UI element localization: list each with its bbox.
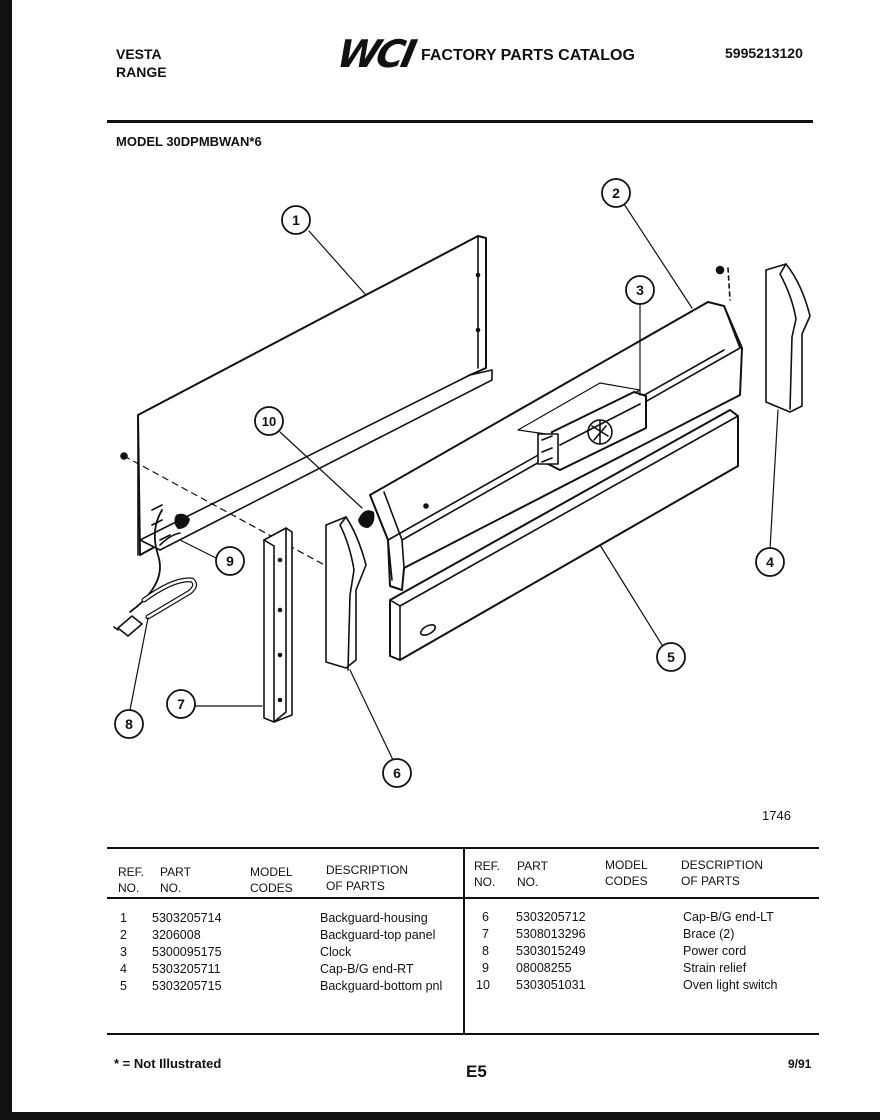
model-number: MODEL 30DPMBWAN*6 [116,134,262,149]
part-no: 5303205711 [152,962,221,976]
table-bottom-rule [107,1033,819,1035]
callout-label-1: 1 [292,212,300,228]
part-strain-relief [159,513,190,546]
revision-date: 9/91 [788,1057,812,1071]
callout-5 [656,642,686,672]
callout-6 [382,758,412,788]
part-description: Backguard-housing [320,911,428,925]
header-ref-no-right: REF. NO. [474,859,501,889]
callout-label-7: 7 [177,696,185,712]
header-part-no-right: PART NO. [517,859,548,889]
part-power-cord [113,509,198,637]
figure-number: 1746 [762,808,791,823]
part-description: Backguard-bottom pnl [320,979,443,993]
ref-no: 5 [120,979,127,993]
page-code: E5 [466,1062,487,1081]
callout-7 [166,689,196,719]
ref-no: 1 [120,911,127,925]
scan-border-bottom [0,1112,880,1120]
callout-9 [215,546,245,576]
table-row: 1 5303205714 Backguard-housing [120,910,428,927]
ref-no: 8 [482,944,489,958]
part-no: 5308013296 [516,927,586,941]
callout-8 [114,709,144,739]
table-row: 5 5303205715 Backguard-bottom pnl [120,978,442,995]
part-description: Brace (2) [683,927,735,941]
callout-circles [114,178,785,788]
callout-4 [755,547,785,577]
ref-no: 2 [120,928,127,942]
part-description: Strain relief [683,961,747,975]
brand-line-2: RANGE [116,64,167,80]
table-top-rule [107,847,819,849]
callout-label-6: 6 [393,765,401,781]
part-description: Clock [320,945,352,959]
part-oven-light-switch [358,510,375,528]
brand-line-1: VESTA [116,46,162,62]
part-brace [263,527,293,723]
brand-name: VESTA RANGE [116,45,167,81]
ref-no: 10 [476,978,490,992]
part-end-cap-right [765,263,811,413]
header-description-left: DESCRIPTION OF PARTS [326,863,409,893]
part-backguard-bottom-panel [389,409,739,661]
part-description: Oven light switch [683,978,778,992]
table-row: 4 5303205711 Cap-B/G end-RT [120,961,414,978]
not-illustrated-note: * = Not Illustrated [114,1056,222,1071]
ref-no: 9 [482,961,489,975]
part-no: 5303015249 [516,944,586,958]
table-row: 2 3206008 Backguard-top panel [120,927,435,944]
callout-leaders [129,203,779,761]
header-model-codes-left: MODEL CODES [250,865,293,895]
callout-label-9: 9 [226,553,234,569]
part-description: Cap-B/G end-LT [683,910,774,924]
scan-border-left [0,0,12,1120]
part-no: 5303051031 [516,978,586,992]
callout-3 [625,275,655,305]
callout-label-3: 3 [636,282,644,298]
header-ref-no-left: REF. NO. [118,865,145,895]
callout-label-2: 2 [612,185,620,201]
part-no: 5303205712 [516,910,586,924]
part-no: 5303205715 [152,979,222,993]
catalog-number: 5995213120 [725,45,803,61]
callout-label-4: 4 [766,554,774,570]
part-description: Power cord [683,944,747,958]
part-backguard-housing [120,235,493,569]
header-description-right: DESCRIPTION OF PARTS [681,858,764,888]
part-no: 5303205714 [152,911,222,925]
callout-1 [281,205,311,235]
part-end-cap-left [325,516,367,671]
table-column-divider [463,849,465,1033]
ref-no: 4 [120,962,127,976]
header-model-codes-right: MODEL CODES [605,858,648,888]
table-row: 3 5300095175 Clock [120,944,351,961]
part-description: Cap-B/G end-RT [320,962,414,976]
callout-label-5: 5 [667,649,675,665]
ref-no: 7 [482,927,489,941]
catalog-title: FACTORY PARTS CATALOG [420,47,635,64]
ref-no: 3 [120,945,127,959]
callout-label-10: 10 [262,414,276,429]
part-clock [537,391,647,471]
part-description: Backguard-top panel [320,928,436,942]
callout-label-8: 8 [125,716,133,732]
part-no: 3206008 [152,928,201,942]
catalog-heading: WCI FACTORY PARTS CATALOG [333,32,635,76]
callout-10 [254,406,284,436]
part-no: 08008255 [516,961,572,975]
header-rule [107,120,813,123]
header-part-no-left: PART NO. [160,865,191,895]
callout-2 [601,178,631,208]
ref-no: 6 [482,910,489,924]
part-no: 5300095175 [152,945,222,959]
